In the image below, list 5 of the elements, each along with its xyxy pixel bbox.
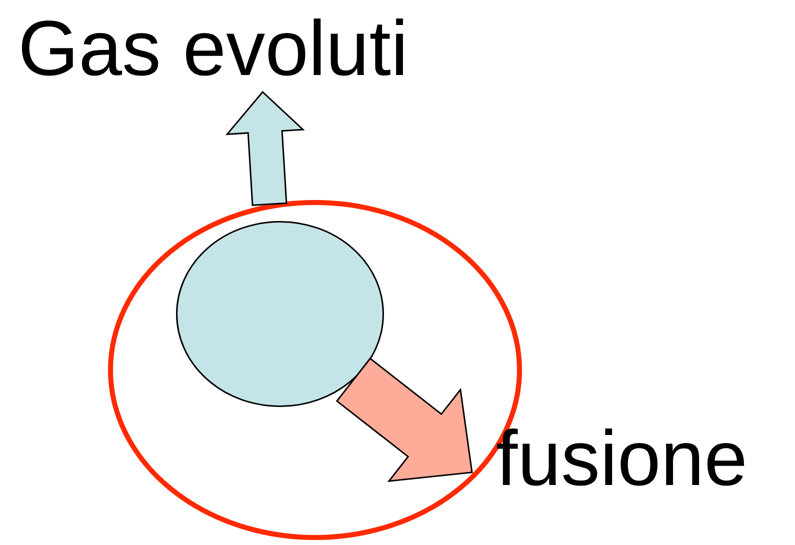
block-arrow bbox=[336, 357, 473, 482]
text-label: Gas evoluti bbox=[18, 8, 410, 88]
block-arrow bbox=[225, 90, 305, 206]
bubble-ellipse bbox=[176, 221, 384, 407]
text-label: fusione bbox=[496, 418, 749, 498]
